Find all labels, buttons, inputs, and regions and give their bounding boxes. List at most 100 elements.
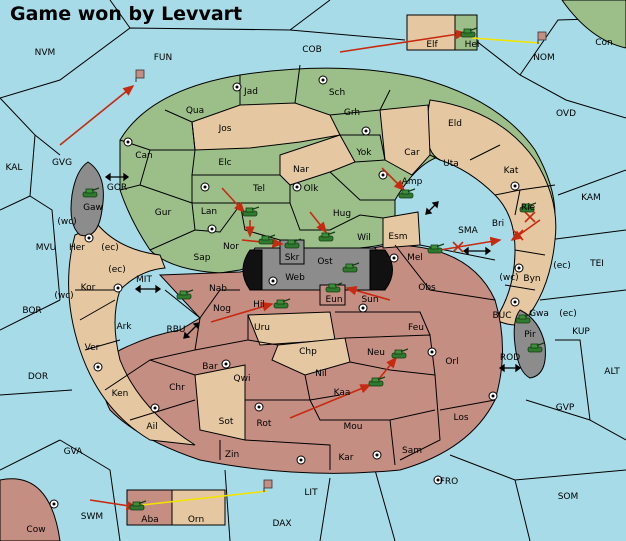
region-aba[interactable] bbox=[126, 489, 173, 526]
sc-dot bbox=[49, 499, 59, 509]
sc-dot bbox=[113, 283, 123, 293]
label-gvg: GVG bbox=[52, 158, 72, 168]
label-rod: ROD bbox=[500, 353, 520, 363]
label-mvu: MVU bbox=[36, 243, 57, 253]
region-tan-west[interactable] bbox=[68, 224, 196, 446]
label-kup: KUP bbox=[572, 327, 590, 337]
label-kor: Kor bbox=[81, 283, 96, 293]
label-bar: Bar bbox=[202, 362, 218, 372]
label-skr: Skr bbox=[285, 253, 300, 263]
label-sma: SMA bbox=[458, 226, 478, 236]
label-obs: Obs bbox=[418, 283, 436, 293]
label-gor: GOR bbox=[107, 183, 127, 193]
label-ark: Ark bbox=[116, 322, 132, 332]
label-fro: FRO bbox=[440, 477, 459, 487]
sc-dot bbox=[84, 233, 94, 243]
sc-dot bbox=[372, 450, 382, 460]
label-gwa: Gwa bbox=[529, 309, 549, 319]
label-kar: Kar bbox=[339, 453, 354, 463]
label-ost: Ost bbox=[317, 257, 333, 267]
region-gaw[interactable] bbox=[70, 161, 104, 237]
label-web: Web bbox=[285, 273, 305, 283]
sc-dot bbox=[389, 253, 399, 263]
failed-order-marks bbox=[452, 211, 536, 253]
game-title: Game won by Levvart bbox=[10, 3, 242, 25]
label-wc1: (wc) bbox=[57, 217, 76, 227]
label-fun: FUN bbox=[154, 53, 173, 63]
region-chp[interactable] bbox=[271, 337, 351, 376]
label-los: Los bbox=[453, 413, 468, 423]
sc-dot bbox=[296, 455, 306, 465]
label-yok: Yok bbox=[355, 148, 372, 158]
region-car[interactable] bbox=[379, 104, 431, 176]
label-bri: Bri bbox=[492, 219, 504, 229]
label-mel: Mel bbox=[407, 253, 423, 263]
label-rbu: RBU bbox=[166, 325, 185, 335]
passage-sma-icon bbox=[462, 246, 492, 256]
sc-dot bbox=[268, 276, 278, 286]
region-web[interactable] bbox=[247, 247, 384, 291]
label-mou: Mou bbox=[344, 422, 363, 432]
sc-dot bbox=[232, 82, 242, 92]
label-elf: Elf bbox=[426, 40, 438, 50]
label-wc3: (wc) bbox=[54, 291, 73, 301]
label-rot: Rot bbox=[257, 419, 272, 429]
label-hil: Hil bbox=[253, 300, 265, 310]
label-car: Car bbox=[404, 148, 420, 158]
region-sot[interactable] bbox=[194, 364, 246, 441]
passage-rod-icon bbox=[498, 363, 522, 373]
label-nil: Nil bbox=[315, 369, 327, 379]
sc-dot bbox=[93, 362, 103, 372]
sc-dot bbox=[433, 475, 443, 485]
label-tel: Tel bbox=[252, 184, 265, 194]
sc-dot bbox=[200, 182, 210, 192]
label-ail: Ail bbox=[146, 422, 157, 432]
label-nvm: NVM bbox=[35, 48, 56, 58]
label-her: Her bbox=[69, 243, 85, 253]
label-gaw: Gaw bbox=[83, 203, 103, 213]
sc-dot bbox=[510, 181, 520, 191]
supply-centers bbox=[49, 75, 524, 509]
label-sot: Sot bbox=[219, 417, 234, 427]
label-nab: Nab bbox=[209, 284, 227, 294]
label-eun: Eun bbox=[325, 295, 342, 305]
sc-dot bbox=[254, 402, 264, 412]
region-pir[interactable] bbox=[513, 309, 546, 379]
label-alt: ALT bbox=[604, 367, 620, 377]
label-swm: SWM bbox=[81, 512, 103, 522]
label-qua: Qua bbox=[186, 106, 204, 116]
sc-dot bbox=[427, 347, 437, 357]
label-kat: Kat bbox=[504, 166, 519, 176]
province-labels: NVM FUN COB Elf Hel NOM Con Jad Sch Qua … bbox=[6, 38, 621, 535]
sc-dot bbox=[318, 75, 328, 85]
passage-esm-icon bbox=[425, 201, 439, 215]
passage-rbu-icon bbox=[183, 322, 200, 339]
label-amp: Amp bbox=[402, 177, 423, 187]
region-tan-east[interactable] bbox=[426, 99, 557, 326]
passage-gor-icon bbox=[104, 172, 130, 182]
label-ec2: (ec) bbox=[108, 265, 126, 275]
sc-dot bbox=[488, 391, 498, 401]
province-borders bbox=[75, 64, 556, 470]
label-kal: KAL bbox=[6, 163, 23, 173]
support-lines bbox=[141, 37, 541, 506]
label-lit: LIT bbox=[304, 488, 318, 498]
sc-dot bbox=[514, 263, 524, 273]
region-esm[interactable] bbox=[382, 211, 421, 249]
label-chp: Chp bbox=[299, 347, 317, 357]
label-pir: Pir bbox=[524, 330, 536, 340]
sc-dot bbox=[361, 126, 371, 136]
label-gva: GVA bbox=[64, 447, 84, 457]
label-hug: Hug bbox=[333, 209, 351, 219]
label-jos: Jos bbox=[218, 124, 232, 134]
label-feu: Feu bbox=[408, 323, 424, 333]
label-dax: DAX bbox=[272, 519, 291, 529]
sc-dot bbox=[292, 182, 302, 192]
label-kam: KAM bbox=[581, 193, 601, 203]
sc-dot bbox=[150, 403, 160, 413]
label-nar: Nar bbox=[293, 165, 309, 175]
label-jad: Jad bbox=[243, 87, 258, 97]
label-gur: Gur bbox=[155, 208, 172, 218]
